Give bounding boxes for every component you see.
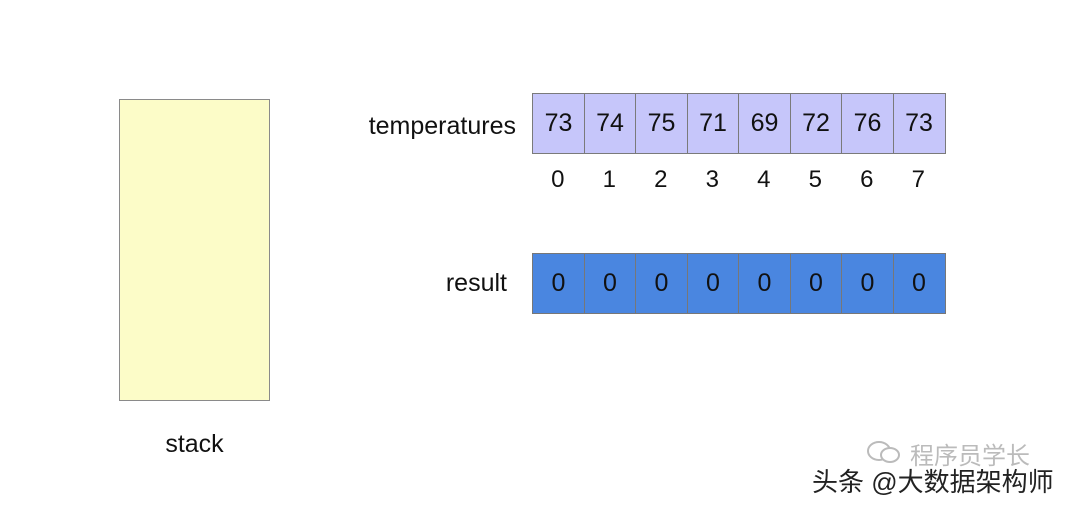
- watermark: 头条 @大数据架构师: [812, 467, 1054, 497]
- result-cell: 0: [583, 253, 637, 314]
- stack-label: stack: [165, 430, 224, 458]
- result-cell: 0: [686, 253, 740, 314]
- index-label: 2: [654, 166, 668, 193]
- index-label: 6: [860, 166, 874, 193]
- result-cell: 0: [738, 253, 791, 314]
- temperature-cell: 76: [841, 93, 894, 154]
- result-cell: 0: [892, 253, 946, 314]
- temperature-cell: 75: [635, 93, 688, 154]
- result-cell: 0: [789, 253, 843, 314]
- result-label: result: [445, 269, 507, 297]
- temperature-cell: 71: [686, 93, 740, 154]
- result-array: 0 0 0 0 0 0 0 0: [532, 253, 946, 314]
- index-label: 4: [757, 166, 771, 193]
- stack-box: [119, 99, 270, 401]
- index-label: 3: [705, 166, 719, 193]
- index-label: 7: [911, 166, 925, 193]
- index-label: 0: [551, 166, 565, 193]
- result-cell: 0: [635, 253, 688, 314]
- watermark-faint: 程序员学长: [910, 443, 1030, 470]
- index-row: 0 1 2 3 4 5 6 7: [532, 166, 944, 194]
- temperature-cell: 73: [892, 93, 946, 154]
- temperature-cell: 69: [738, 93, 791, 154]
- result-cell: 0: [532, 253, 585, 314]
- wechat-icon: [867, 441, 900, 463]
- result-cell: 0: [841, 253, 894, 314]
- temperatures-label: temperatures: [368, 112, 516, 140]
- temperature-cell: 72: [789, 93, 843, 154]
- temperature-cell: 74: [583, 93, 637, 154]
- temperatures-array: 73 74 75 71 69 72 76 73: [532, 93, 946, 154]
- index-label: 1: [602, 166, 616, 193]
- temperature-cell: 73: [532, 93, 585, 154]
- index-label: 5: [808, 166, 822, 193]
